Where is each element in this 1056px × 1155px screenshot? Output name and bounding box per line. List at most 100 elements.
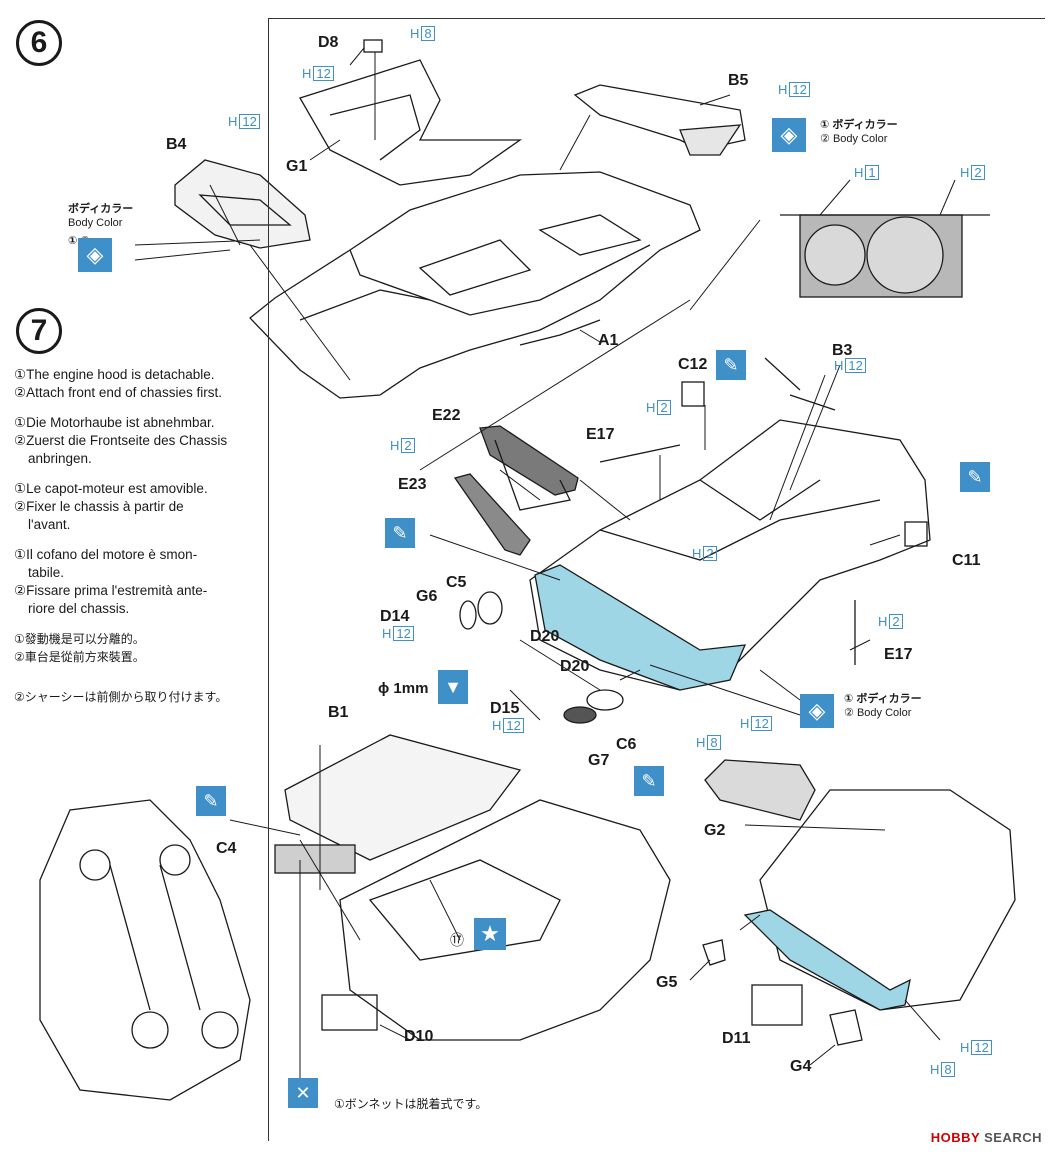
h-number: 12 <box>789 82 810 97</box>
hand-illustration <box>39 799 251 1101</box>
paint-body-color-icon: ◈ <box>772 118 806 152</box>
h-prefix: H <box>778 82 788 97</box>
step-6-badge: 6 <box>16 20 62 66</box>
h-prefix: H <box>740 716 750 731</box>
label-g6: G6 <box>416 588 438 605</box>
instr-ja-1: ①ボンネットは脱着式です。 <box>334 1097 488 1111</box>
h-number: 2 <box>971 165 985 180</box>
h-number: 8 <box>707 735 721 750</box>
no-glue-icon: ✕ <box>288 1078 318 1108</box>
lower-car-front <box>339 799 671 1041</box>
instr-zh-1: ①發動機是可以分離的。 <box>14 632 145 646</box>
label-d14: D14 <box>380 608 410 625</box>
body-color-note-b5: ① ボディカラー ② Body Color <box>820 118 898 146</box>
label-g5: G5 <box>656 974 678 991</box>
label-d20-lower: D20 <box>560 658 590 675</box>
glue-icon: ✎ <box>385 518 415 548</box>
body-color-n1: ① <box>844 693 854 705</box>
h-number: 2 <box>703 546 717 561</box>
body-color-note-bumper: ① ボディカラー ② Body Color <box>844 692 922 720</box>
body-color-en: Body Color <box>856 707 912 719</box>
h-number: 2 <box>657 400 671 415</box>
front-bumper <box>534 564 747 691</box>
h-number: 12 <box>393 626 414 641</box>
instr-fr-2b: l'avant. <box>28 517 71 532</box>
h-number: 12 <box>971 1040 992 1055</box>
label-g1: G1 <box>286 158 308 175</box>
h-prefix: H <box>228 114 238 129</box>
instr-fr-2: ②Fixer le chassis à partir de <box>14 499 184 514</box>
h-prefix: H <box>692 546 702 561</box>
label-c4: C4 <box>216 840 237 857</box>
label-e17-top: E17 <box>586 426 615 443</box>
h-prefix: H <box>854 165 864 180</box>
label-b5: B5 <box>728 72 749 89</box>
drill-size-label: ϕ 1mm <box>378 680 429 697</box>
h-number: 1 <box>865 165 879 180</box>
instructions-step7: ①The engine hood is detachable. ②Attach … <box>14 366 264 706</box>
h-number: 8 <box>421 26 435 41</box>
part-g1-outline <box>299 59 523 186</box>
body-color-en: Body Color <box>832 133 888 145</box>
label-g7: G7 <box>588 752 610 769</box>
fan-left <box>804 224 866 286</box>
part-g2-window <box>704 759 816 821</box>
label-b3: B3 <box>832 342 853 359</box>
paint-body-color-icon: ◈ <box>78 238 112 272</box>
label-d10: D10 <box>404 1028 434 1045</box>
h-number: 12 <box>313 66 334 81</box>
part-c5-lamp <box>477 591 503 625</box>
body-color-jp: ボディカラー <box>68 203 134 215</box>
instr-it-1b: tabile. <box>28 565 65 580</box>
label-d15: D15 <box>490 700 520 717</box>
decal-star-icon: ★ <box>474 918 506 950</box>
instr-fr-1: ①Le capot-moteur est amovible. <box>14 481 208 496</box>
part-c12-shape <box>681 381 705 407</box>
label-d20-upper: D20 <box>530 628 560 645</box>
h-number: 8 <box>941 1062 955 1077</box>
label-d8: D8 <box>318 34 339 51</box>
label-e23: E23 <box>398 476 427 493</box>
instr-it-1: ①Il cofano del motore è smon- <box>14 547 198 562</box>
label-b4: B4 <box>166 136 187 153</box>
label-a1: A1 <box>598 332 619 349</box>
part-c4-grille <box>274 844 356 874</box>
drill-icon: ▼ <box>438 670 468 704</box>
h-prefix: H <box>410 26 420 41</box>
step-7-badge: 7 <box>16 308 62 354</box>
watermark: HOBBY SEARCH <box>931 1130 1042 1145</box>
glue-icon: ✎ <box>634 766 664 796</box>
h-prefix: H <box>492 718 502 733</box>
body-color-jp: ボディカラー <box>856 693 922 705</box>
glue-icon: ✎ <box>960 462 990 492</box>
part-d10-plate <box>321 994 378 1031</box>
glue-icon: ✎ <box>196 786 226 816</box>
watermark-brand: HOBBY <box>930 1130 980 1145</box>
part-b1-hood <box>284 734 522 861</box>
part-g7-lens <box>563 706 597 724</box>
part-g5-shape <box>702 939 726 966</box>
label-b1: B1 <box>328 704 349 721</box>
h-prefix: H <box>960 1040 970 1055</box>
body-color-n1: ① <box>820 119 830 131</box>
instr-en-2: ②Attach front end of chassies first. <box>14 385 222 400</box>
step6-7-frame <box>268 18 1045 1141</box>
h-number: 12 <box>239 114 260 129</box>
h-number: 2 <box>401 438 415 453</box>
chassis-a1-outline <box>249 171 701 399</box>
body-color-n1: ① <box>68 235 78 247</box>
part-e23-outline <box>453 473 531 556</box>
